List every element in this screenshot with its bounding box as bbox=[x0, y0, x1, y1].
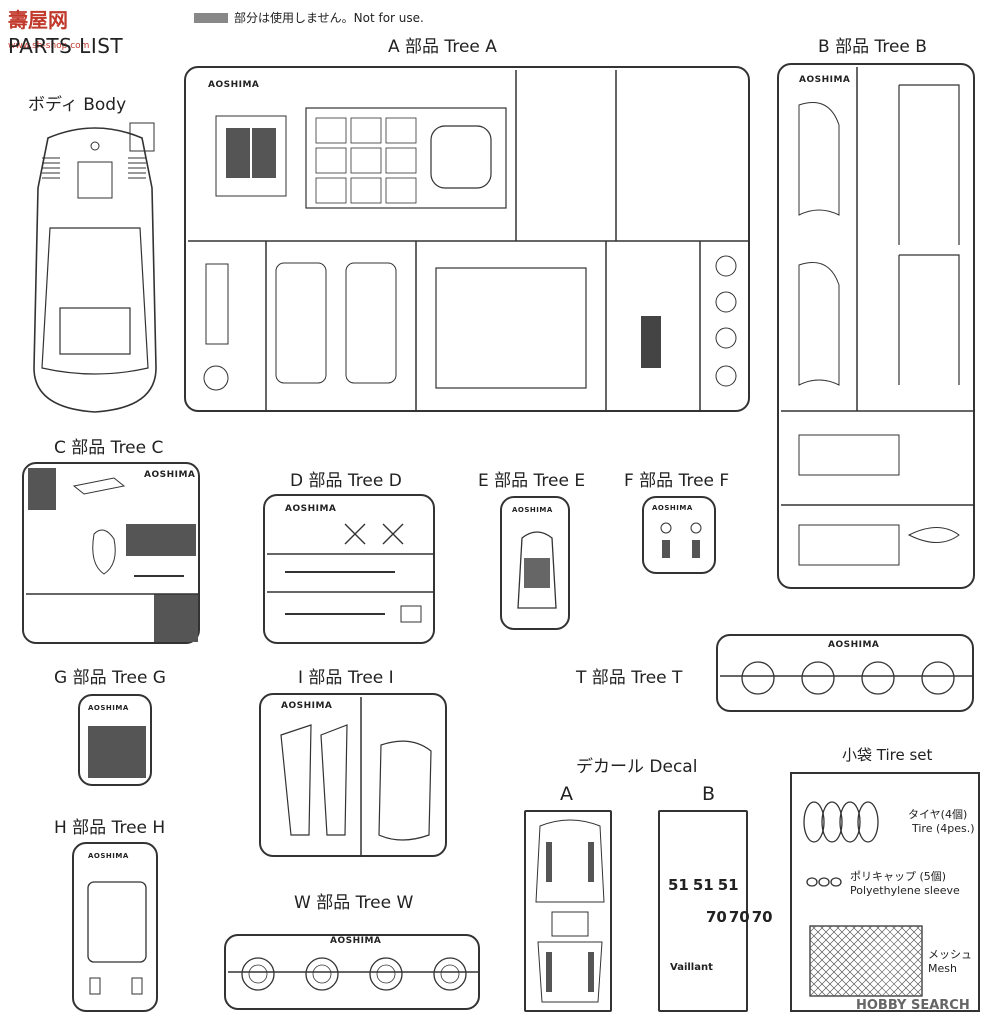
tree-w-sprue: AOSHIMA bbox=[224, 934, 480, 1010]
tree-a-logo: AOSHIMA bbox=[208, 80, 260, 90]
decal-number: 51 bbox=[692, 876, 714, 894]
label-tree-f: F 部品 Tree F bbox=[624, 471, 730, 491]
tree-g-sprue: AOSHIMA bbox=[78, 694, 152, 786]
decal-number-row-1: 51 51 51 bbox=[668, 876, 739, 894]
label-body: ボディ Body bbox=[28, 95, 127, 115]
tree-w-logo: AOSHIMA bbox=[330, 936, 382, 946]
tree-i-logo: AOSHIMA bbox=[281, 701, 333, 711]
tire-label-jp: タイヤ(4個) bbox=[908, 808, 968, 821]
decal-sponsor-text: Vaillant bbox=[670, 962, 713, 973]
mesh-label-en: Mesh bbox=[928, 962, 957, 975]
decal-sheet-a bbox=[524, 810, 612, 1012]
not-for-use-note: 部分は使用しません。Not for use. bbox=[194, 9, 424, 26]
tree-c-logo: AOSHIMA bbox=[144, 470, 196, 480]
watermark-url: www.sh-shop.com bbox=[8, 41, 90, 51]
label-tree-g: G 部品 Tree G bbox=[54, 668, 166, 688]
tree-f-logo: AOSHIMA bbox=[652, 504, 693, 512]
label-tree-a: A 部品 Tree A bbox=[388, 37, 497, 57]
watermark-logo: 壽屋网 www.sh-shop.com bbox=[8, 4, 89, 52]
label-tree-b: B 部品 Tree B bbox=[818, 37, 927, 57]
hobby-search-watermark: HOBBY SEARCH bbox=[856, 998, 970, 1013]
tree-h-logo: AOSHIMA bbox=[88, 852, 129, 860]
tree-d-sprue: AOSHIMA bbox=[263, 494, 435, 644]
label-tree-d: D 部品 Tree D bbox=[290, 471, 402, 491]
cap-label-en: Polyethylene sleeve bbox=[850, 884, 960, 897]
tree-e-sprue: AOSHIMA bbox=[500, 496, 570, 630]
decal-number-row-2: 70 70 70 bbox=[706, 908, 773, 926]
grey-swatch bbox=[194, 12, 228, 23]
mesh-label-jp: メッシュ bbox=[928, 948, 972, 961]
label-tree-i: I 部品 Tree I bbox=[298, 668, 394, 688]
decal-number: 51 bbox=[668, 876, 689, 894]
label-tire-set: 小袋 Tire set bbox=[842, 746, 933, 764]
tree-b-logo: AOSHIMA bbox=[799, 75, 851, 85]
tree-d-logo: AOSHIMA bbox=[285, 504, 337, 514]
tree-t-sprue: AOSHIMA bbox=[716, 634, 974, 712]
tree-f-sprue: AOSHIMA bbox=[642, 496, 716, 574]
label-decal: デカール Decal bbox=[576, 757, 698, 777]
tree-t-logo: AOSHIMA bbox=[828, 640, 880, 650]
tree-c-sprue: AOSHIMA bbox=[22, 462, 200, 644]
tire-set-box: タイヤ(4個) Tire (4pes.) ポリキャップ (5個) Polyeth… bbox=[790, 772, 980, 1012]
decal-number: 70 bbox=[706, 908, 727, 926]
tire-label-en: Tire (4pes.) bbox=[912, 822, 975, 835]
cap-label-jp: ポリキャップ (5個) bbox=[850, 870, 947, 883]
note-text: 部分は使用しません。Not for use. bbox=[234, 11, 424, 25]
tree-g-logo: AOSHIMA bbox=[88, 704, 129, 712]
body-shell-drawing bbox=[20, 118, 170, 418]
tree-b-sprue: AOSHIMA bbox=[777, 63, 975, 589]
decal-number: 70 bbox=[728, 908, 750, 926]
page-title: PARTS LIST bbox=[8, 34, 124, 58]
label-tree-h: H 部品 Tree H bbox=[54, 818, 166, 838]
watermark-cn: 壽屋网 bbox=[8, 8, 68, 32]
label-decal-b: B bbox=[702, 783, 716, 805]
tree-h-sprue: AOSHIMA bbox=[72, 842, 158, 1012]
decal-number: 51 bbox=[717, 876, 739, 894]
label-tree-e: E 部品 Tree E bbox=[478, 471, 586, 491]
label-tree-t: T 部品 Tree T bbox=[576, 668, 683, 688]
tree-i-sprue: AOSHIMA bbox=[259, 693, 447, 857]
decal-sheet-b: 51 51 51 70 70 70 Vaillant bbox=[658, 810, 773, 1012]
decal-number: 70 bbox=[751, 908, 773, 926]
label-tree-w: W 部品 Tree W bbox=[294, 893, 414, 913]
label-decal-a: A bbox=[560, 783, 573, 805]
tree-a-sprue: AOSHIMA bbox=[184, 66, 750, 412]
label-tree-c: C 部品 Tree C bbox=[54, 438, 164, 458]
tree-e-logo: AOSHIMA bbox=[512, 506, 553, 514]
